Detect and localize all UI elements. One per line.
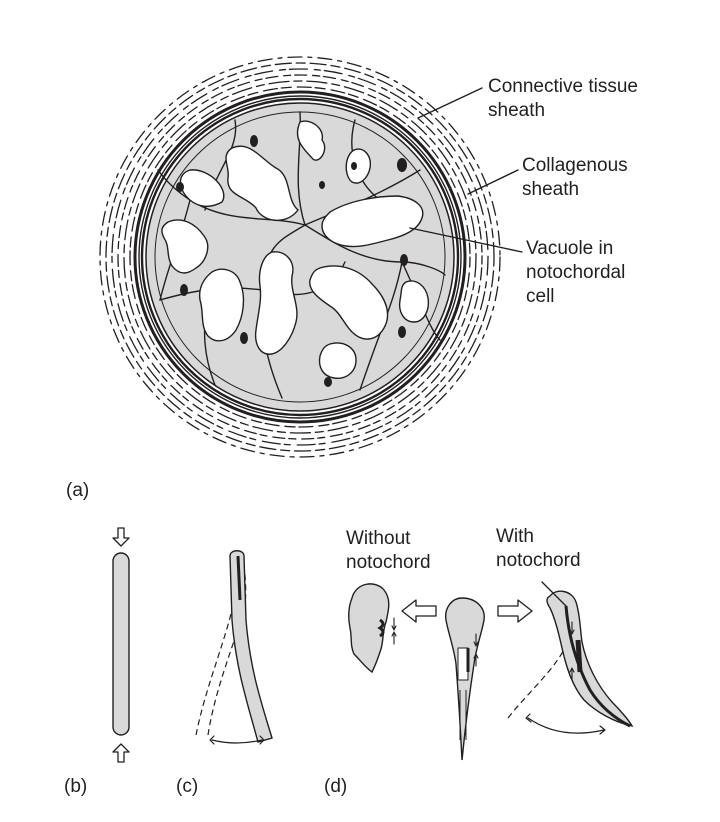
- label-connective-tissue-line1: Connective tissue: [488, 76, 638, 97]
- arrow-right-icon: [497, 599, 533, 623]
- label-with-notochord-line2: notochord: [496, 550, 581, 571]
- rod-compressed: [112, 527, 130, 763]
- larva-middle: [445, 597, 485, 761]
- leader-collagenous: [467, 169, 519, 195]
- vacuole: [161, 219, 209, 274]
- arrow-left-icon: [401, 599, 437, 623]
- leader-with-notochord: [541, 581, 567, 607]
- vacuole: [321, 195, 424, 248]
- collagenous-sheath: [133, 90, 467, 424]
- label-collagenous-line1: Collagenous: [522, 155, 628, 176]
- larva-without-notochord: [347, 583, 397, 674]
- notochordal-cells: [145, 102, 455, 412]
- panel-label-a: (a): [66, 480, 89, 501]
- vacuole: [398, 280, 430, 323]
- label-vacuole-line1: Vacuole in: [526, 238, 613, 259]
- leader-lines-a: [409, 87, 523, 253]
- vacuole: [179, 169, 225, 207]
- panel-label-d: (d): [324, 776, 347, 797]
- vacuole: [309, 265, 389, 340]
- vacuole: [254, 251, 298, 355]
- connective-tissue-sheath: [99, 56, 501, 458]
- label-connective-tissue-line2: sheath: [488, 100, 545, 121]
- vacuole: [296, 120, 326, 161]
- label-collagenous-line2: sheath: [522, 179, 579, 200]
- bend-arrow-icon: [209, 735, 265, 745]
- arrow-up-icon: [112, 743, 130, 763]
- vacuole: [225, 145, 299, 221]
- rod-bending: [195, 550, 273, 745]
- vacuole: [318, 342, 357, 379]
- panel-label-b: (b): [64, 776, 87, 797]
- leader-connective-tissue: [417, 87, 483, 119]
- label-without-notochord-line1: Without: [346, 528, 411, 549]
- label-vacuole-line2: notochordal: [526, 262, 625, 283]
- label-without-notochord-line2: notochord: [346, 552, 431, 573]
- vacuole: [198, 268, 245, 342]
- larva-with-notochord: [507, 581, 634, 735]
- notochord-cross-section: [99, 56, 501, 458]
- label-vacuole-line3: cell: [526, 286, 555, 307]
- swing-arrow-icon: [525, 713, 606, 735]
- vacuole: [345, 148, 371, 184]
- label-with-notochord-line1: With: [496, 526, 534, 547]
- leader-vacuole: [409, 227, 523, 253]
- arrow-down-icon: [112, 527, 130, 547]
- panel-label-c: (c): [176, 776, 198, 797]
